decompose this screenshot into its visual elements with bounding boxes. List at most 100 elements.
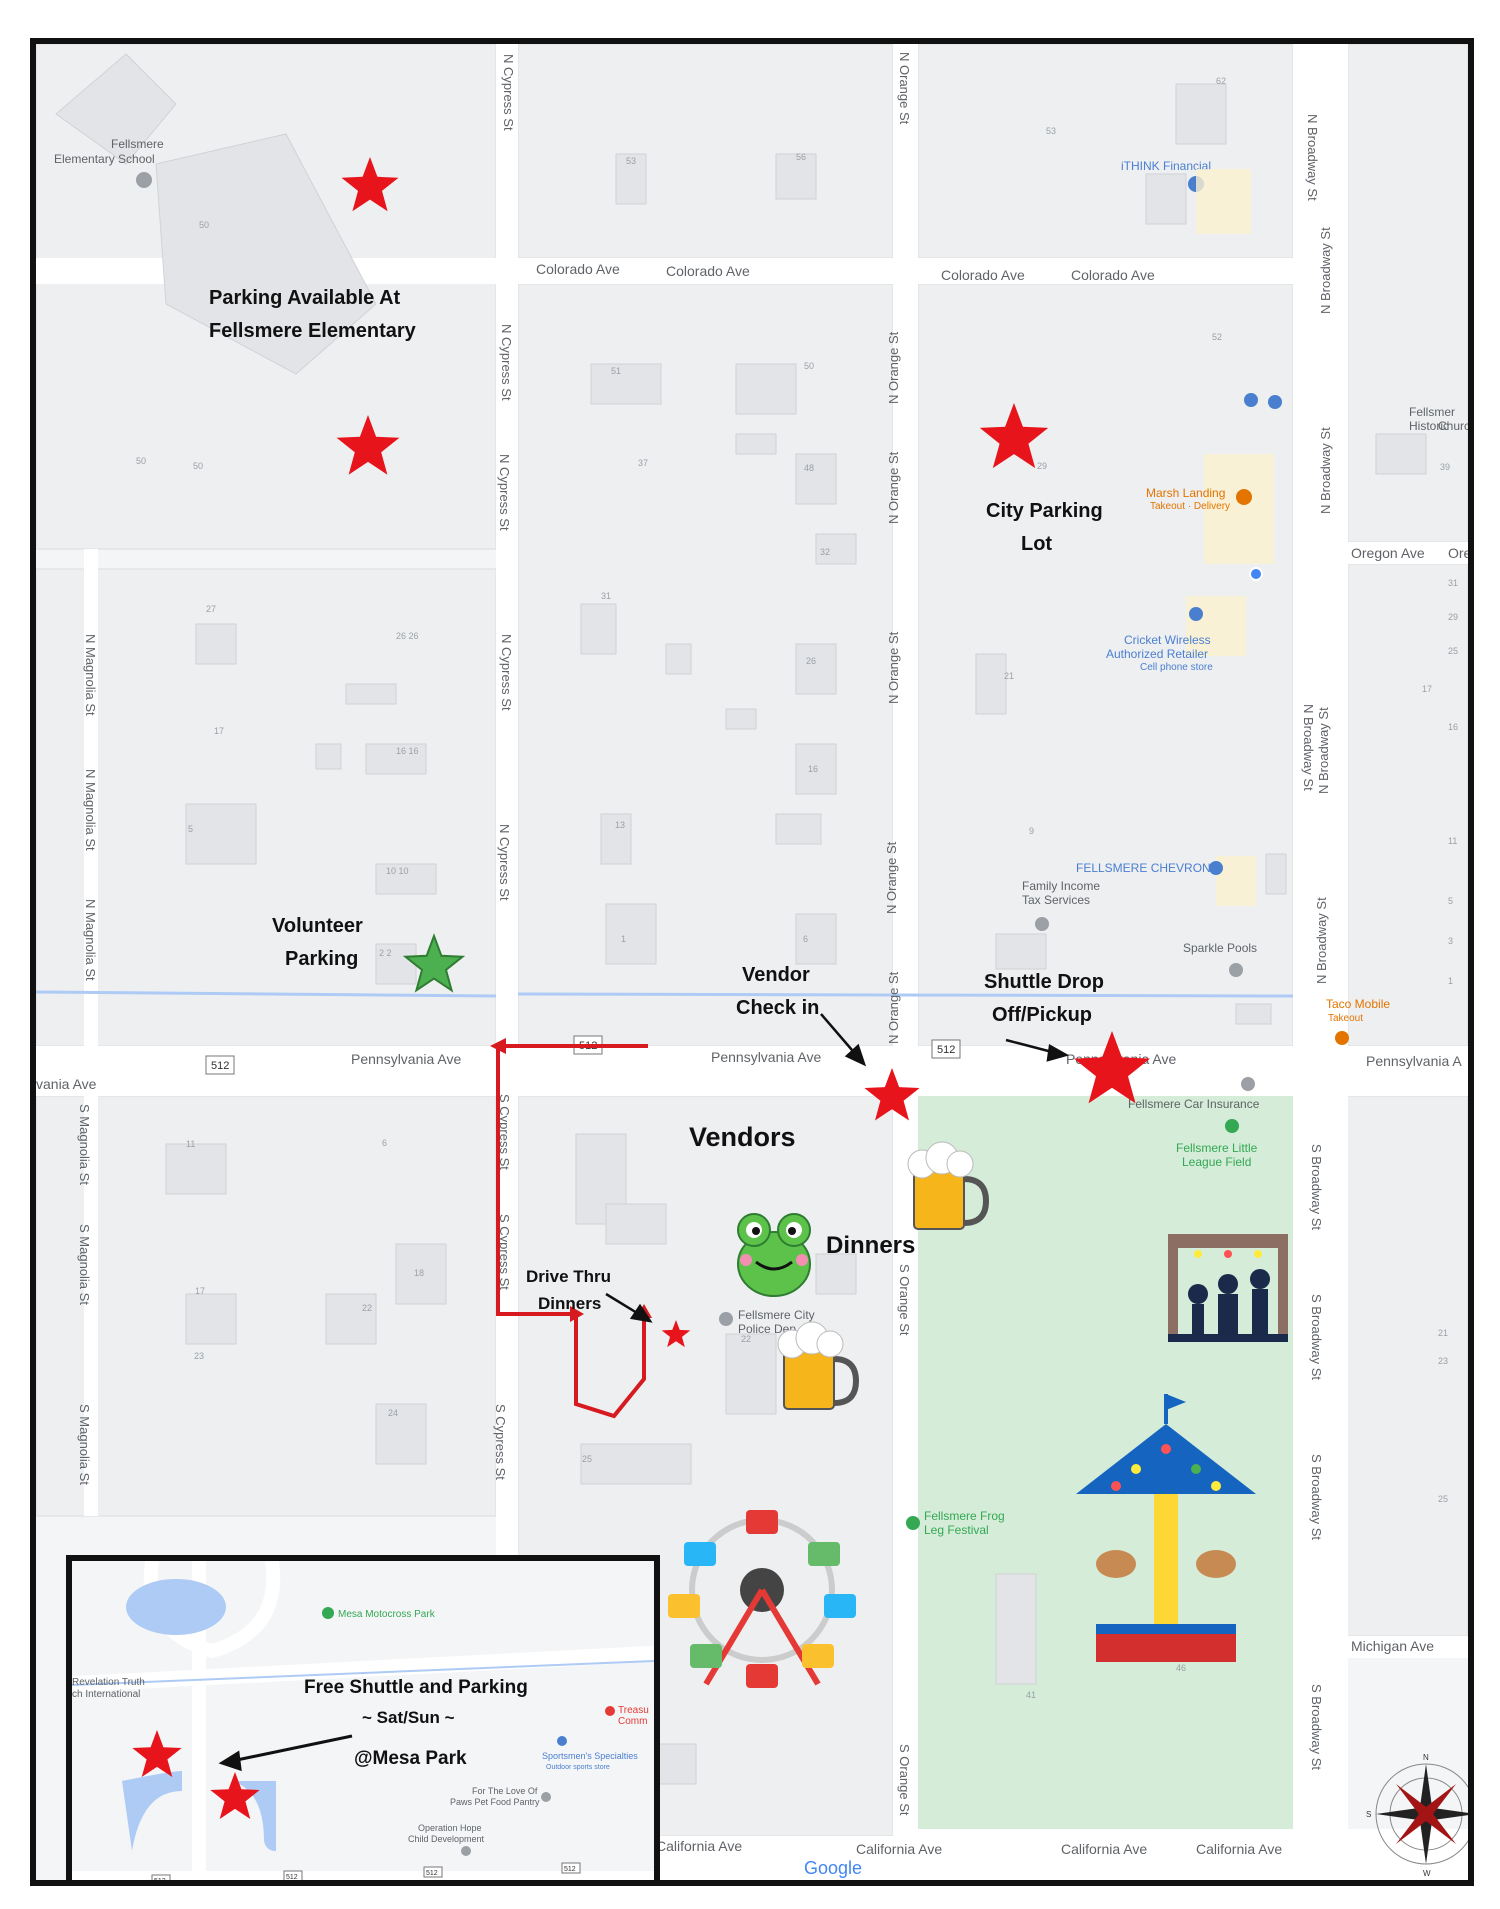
inset-hope-1: Operation Hope <box>418 1823 482 1833</box>
poi-tax-2: Tax Services <box>1022 893 1090 907</box>
house-number: 31 <box>1448 578 1458 588</box>
drive-thru-star-icon <box>661 1320 691 1348</box>
poi-church: Churc <box>1438 419 1468 433</box>
band-stage-icon <box>1168 1234 1288 1342</box>
poi-historic-2: Historic <box>1409 419 1449 433</box>
house-number: 31 <box>601 591 611 601</box>
poi-chevron[interactable]: FELLSMERE CHEVRON <box>1076 861 1211 875</box>
poi-police-2: Police Dep <box>738 1322 796 1336</box>
canal-line-east <box>517 992 1294 998</box>
roads <box>36 44 1468 1880</box>
house-number: 41 <box>1026 1690 1036 1700</box>
house-number: 5 <box>1448 896 1453 906</box>
inset-hope-2: Child Development <box>408 1834 485 1844</box>
current-location-icon <box>1249 567 1263 581</box>
svg-text:Colorado Ave: Colorado Ave <box>536 261 620 277</box>
chevron-building <box>1216 856 1256 906</box>
note-drive-2: Dinners <box>538 1294 601 1313</box>
house-number: 27 <box>206 604 216 614</box>
poi-frog-festival[interactable]: Fellsmere Frog <box>924 1509 1005 1523</box>
mesa-park-inset-map[interactable]: Mesa Motocross Park Revelation Truth ch … <box>66 1555 660 1885</box>
poi-tax-1: Family Income <box>1022 879 1100 893</box>
svg-text:S Cypress St: S Cypress St <box>497 1094 512 1170</box>
svg-text:N Cypress St: N Cypress St <box>499 634 514 711</box>
poi-ithink[interactable]: iTHINK Financial <box>1121 159 1211 173</box>
house-number: 29 <box>1037 461 1047 471</box>
car-insurance-marker-icon <box>1241 1077 1255 1091</box>
poi-cricket[interactable]: Cricket Wireless <box>1124 633 1211 647</box>
svg-text:Pennsylvania Ave: Pennsylvania Ave <box>351 1051 461 1067</box>
house-number: 50 <box>804 361 814 371</box>
buildings <box>165 83 1427 1785</box>
poi-taco-mobile[interactable]: Taco Mobile <box>1326 997 1390 1011</box>
house-number: 1 <box>621 934 626 944</box>
house-number: 11 <box>1448 836 1457 846</box>
inset-arrow <box>218 1734 353 1772</box>
house-number: 50 <box>193 461 203 471</box>
svg-text:S Orange St: S Orange St <box>897 1264 912 1336</box>
svg-text:N Orange St: N Orange St <box>886 331 901 404</box>
cricket-marker-icon <box>1189 607 1203 621</box>
house-number: 25 <box>582 1454 592 1464</box>
svg-text:N Cypress St: N Cypress St <box>497 454 512 531</box>
note-shuttle-2: Off/Pickup <box>992 1004 1092 1026</box>
note-vendors: Vendors <box>689 1122 796 1152</box>
svg-text:N Orange St: N Orange St <box>884 841 899 914</box>
inset-stars <box>132 1730 260 1819</box>
svg-text:Fellsmere: Fellsmere <box>111 137 164 151</box>
svg-text:N Broadway St: N Broadway St <box>1314 897 1329 984</box>
svg-text:Ore: Ore <box>1448 545 1468 561</box>
poi-cricket-2: Authorized Retailer <box>1106 647 1208 661</box>
inset-treasure-1: Treasu <box>618 1705 649 1716</box>
inset-shuttle-2: ~ Sat/Sun ~ <box>362 1708 455 1727</box>
house-number: 11 <box>186 1139 195 1149</box>
school-parking-star-icon <box>336 415 400 475</box>
svg-text:N Broadway St: N Broadway St <box>1305 114 1320 201</box>
house-number: 16 <box>1448 722 1458 732</box>
police-marker-icon <box>719 1312 733 1326</box>
blue-pin-icon <box>1244 393 1258 407</box>
house-number: 32 <box>820 547 830 557</box>
svg-text:512: 512 <box>937 1044 955 1056</box>
note-vendor-2: Check in <box>736 997 819 1019</box>
inset-motocross: Mesa Motocross Park <box>338 1609 436 1620</box>
house-number: 25 <box>1438 1494 1448 1504</box>
festival-map[interactable]: Colorado Ave Colorado Ave Colorado Ave C… <box>30 38 1474 1886</box>
svg-text:S Broadway St: S Broadway St <box>1309 1454 1324 1540</box>
house-number: 9 <box>1029 826 1034 836</box>
inset-revelation-2: ch International <box>72 1689 140 1700</box>
little-league-park <box>918 1074 1308 1829</box>
blue-pin-icon <box>1268 395 1282 409</box>
svg-text:S Magnolia St: S Magnolia St <box>77 1104 92 1185</box>
poi-taco-2: Takeout <box>1328 1013 1363 1024</box>
street-labels: Colorado Ave Colorado Ave Colorado Ave C… <box>36 52 1468 1857</box>
house-number: 16 <box>808 764 818 774</box>
note-drive-1: Drive Thru <box>526 1267 611 1286</box>
motocross-marker-icon <box>322 1607 334 1619</box>
poi-sparkle-pools[interactable]: Sparkle Pools <box>1183 941 1257 955</box>
svg-text:N Magnolia St: N Magnolia St <box>83 899 98 981</box>
school-parking-star-icon <box>341 157 399 212</box>
house-number: 46 <box>1176 1663 1186 1673</box>
poi-school[interactable]: Fellsmere Elementary School <box>54 137 164 188</box>
marsh-building <box>1204 454 1274 564</box>
house-number: 22 <box>362 1303 372 1313</box>
svg-text:Pennsylvania A: Pennsylvania A <box>1366 1053 1462 1069</box>
canal-line <box>36 990 497 998</box>
inset-canvas: Mesa Motocross Park Revelation Truth ch … <box>72 1561 654 1885</box>
poi-car-insurance[interactable]: Fellsmere Car Insurance <box>1128 1097 1260 1111</box>
svg-text:Michigan Ave: Michigan Ave <box>1351 1638 1434 1654</box>
inset-route-3: 512 <box>426 1870 438 1877</box>
house-number: 26 26 <box>396 631 419 641</box>
note-shuttle-1: Shuttle Drop <box>984 971 1104 993</box>
inset-shuttle-1: Free Shuttle and Parking <box>304 1677 528 1698</box>
note-city-parking-1: City Parking <box>986 500 1103 522</box>
house-number: 3 <box>1448 936 1453 946</box>
inset-pantry-1: For The Love Of <box>472 1786 538 1796</box>
svg-text:S Magnolia St: S Magnolia St <box>77 1404 92 1485</box>
poi-marsh-landing[interactable]: Marsh Landing <box>1146 486 1225 500</box>
inset-route-1: 512 <box>154 1878 166 1885</box>
ferris-wheel-icon <box>668 1510 856 1688</box>
house-number: 17 <box>214 726 224 736</box>
poi-police[interactable]: Fellsmere City <box>738 1308 815 1322</box>
